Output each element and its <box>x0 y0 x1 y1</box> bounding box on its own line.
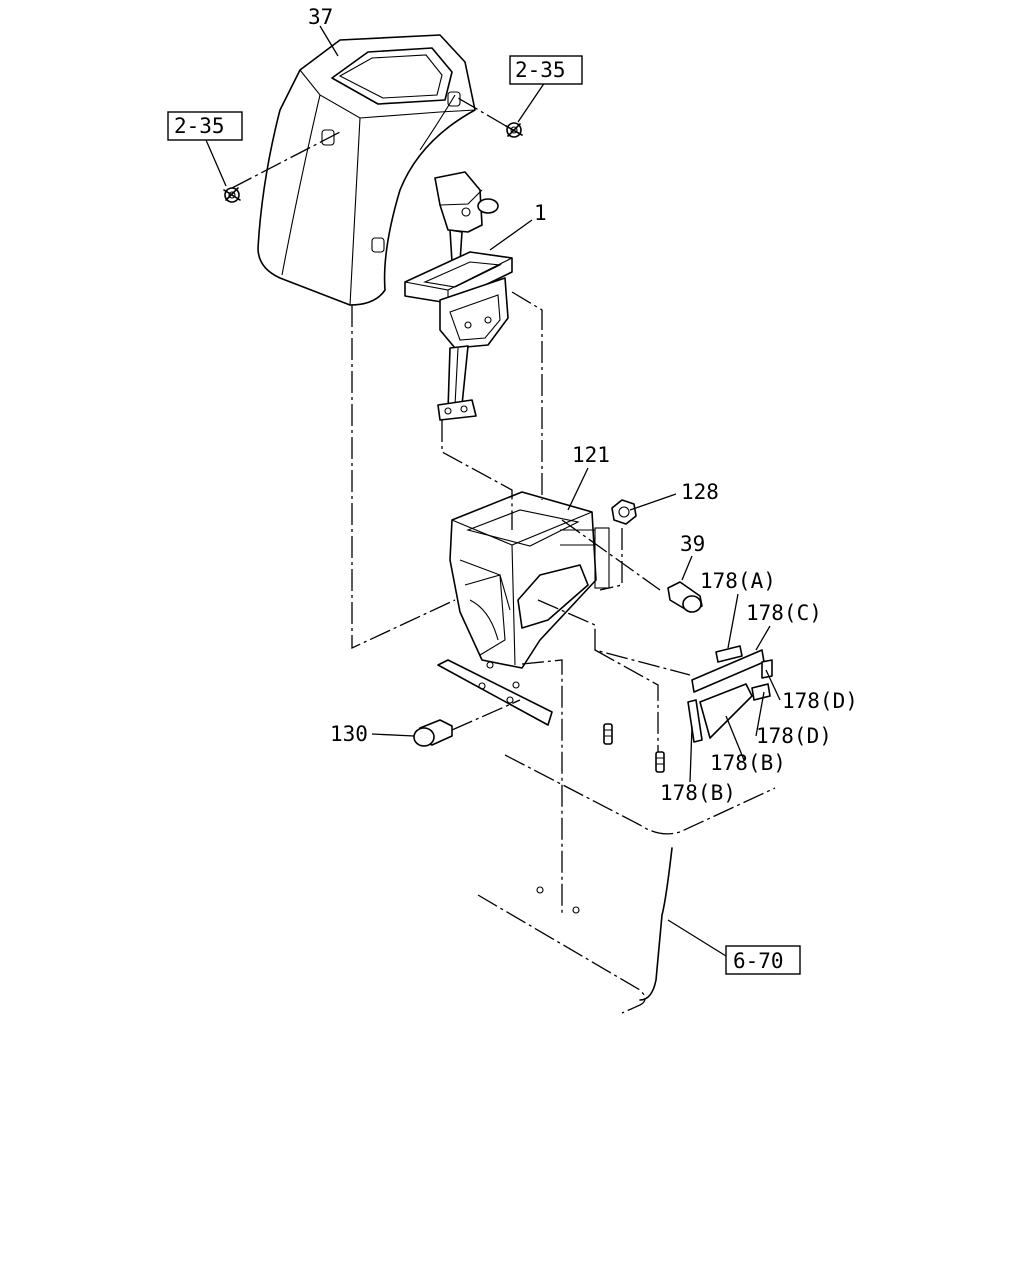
callout-1: 1 <box>534 201 547 225</box>
clip-left[interactable] <box>223 187 241 203</box>
callout-178b-lower: 178(B) <box>660 781 736 805</box>
bolt-part-130[interactable] <box>413 719 453 747</box>
assembly-lines <box>231 97 691 915</box>
callout-39: 39 <box>680 532 705 556</box>
callout-178a: 178(A) <box>700 569 776 593</box>
callout-178b-upper: 178(B) <box>710 751 786 775</box>
reference-2-35-right-text: 2-35 <box>515 58 566 82</box>
floor-panel <box>477 754 776 1014</box>
bracket-plate[interactable] <box>437 659 553 726</box>
callout-121: 121 <box>572 443 610 467</box>
label-178d-lower[interactable] <box>751 683 771 701</box>
leader-lines <box>205 25 781 957</box>
reference-2-35-right[interactable]: 2-35 <box>509 55 583 85</box>
shift-lever-part-1[interactable] <box>404 171 513 421</box>
bolt-part-39[interactable] <box>667 581 703 613</box>
stud-left[interactable] <box>603 723 613 745</box>
label-178b-left[interactable] <box>687 699 703 743</box>
label-178d-upper[interactable] <box>761 659 773 679</box>
bracket-part-121[interactable] <box>449 491 610 689</box>
console-cover-part-37[interactable] <box>257 34 476 306</box>
label-178a[interactable] <box>715 645 743 663</box>
callout-178c: 178(C) <box>746 601 822 625</box>
clip-right[interactable] <box>505 122 523 138</box>
reference-2-35-left-text: 2-35 <box>174 114 225 138</box>
callout-130: 130 <box>330 722 368 746</box>
nut-part-128[interactable] <box>611 499 637 525</box>
callout-37: 37 <box>308 5 333 29</box>
callout-178d-lower: 178(D) <box>756 724 832 748</box>
stud-right[interactable] <box>655 751 665 773</box>
label-178b-right[interactable] <box>699 683 753 739</box>
reference-2-35-left[interactable]: 2-35 <box>167 111 243 141</box>
callout-178d-upper: 178(D) <box>782 689 858 713</box>
reference-6-70[interactable]: 6-70 <box>725 945 801 975</box>
callout-128: 128 <box>681 480 719 504</box>
reference-6-70-text: 6-70 <box>733 949 784 973</box>
